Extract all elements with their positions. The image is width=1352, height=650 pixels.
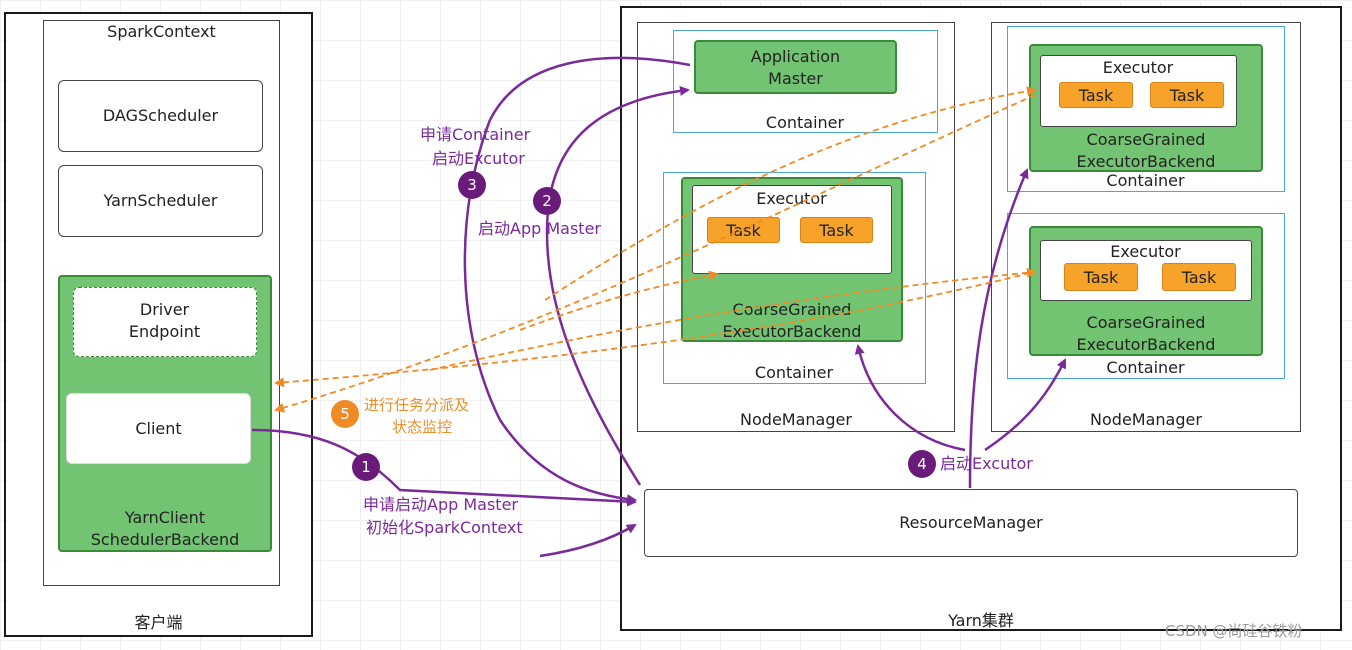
step1-line1: 申请启动App Master <box>363 495 518 514</box>
task-left-1: Task <box>707 217 780 243</box>
dag-scheduler-box: DAGScheduler <box>58 80 263 152</box>
task-rt-1: Task <box>1059 82 1133 108</box>
client-title: 客户端 <box>134 613 183 632</box>
backend-rb-line1: CoarseGrained <box>1086 313 1206 332</box>
backend-rt-line2: ExecutorBackend <box>1076 152 1216 171</box>
backend-rt-line1: CoarseGrained <box>1086 130 1206 149</box>
arrow-step5-e <box>274 94 1036 413</box>
step3-badge: 3 <box>458 171 486 199</box>
driver-endpoint-line1: Driver <box>139 300 190 319</box>
step1-line2: 初始化SparkContext <box>366 518 523 537</box>
application-master-box: Application Master <box>694 40 897 94</box>
spark-context-label: SparkContext <box>107 22 216 41</box>
container-label-1: Container <box>765 113 845 132</box>
executor-rt-label: Executor <box>1102 58 1174 77</box>
driver-endpoint-line2: Endpoint <box>128 322 201 341</box>
arrow-step5-d <box>274 272 1031 388</box>
executor-rb-label: Executor <box>1110 242 1181 261</box>
task-rb-1: Task <box>1064 263 1138 291</box>
step5-line1: 进行任务分派及 <box>364 396 470 414</box>
yarn-cluster-title: Yarn集群 <box>948 611 1014 630</box>
step4-label: 启动Excutor <box>940 454 1033 473</box>
app-master-line2: Master <box>768 69 823 88</box>
backend-left-line1: CoarseGrained <box>732 300 852 319</box>
arrow-step2 <box>545 85 690 486</box>
executor-left-label: Executor <box>756 189 827 208</box>
arrow-step5-c <box>429 267 1037 371</box>
arrow-step4-c <box>854 344 966 452</box>
executor-right-bottom: Executor Task Task <box>1040 240 1252 301</box>
backend-label-1: YarnClient <box>124 508 206 527</box>
arrow-step5-b <box>519 270 719 331</box>
node-manager-left-label: NodeManager <box>740 410 852 429</box>
container-label-4: Container <box>1106 358 1185 377</box>
step2-label: 启动App Master <box>478 219 601 238</box>
container-label-2: Container <box>754 363 834 382</box>
backend-rb-line2: ExecutorBackend <box>1076 335 1216 354</box>
app-master-line1: Application <box>750 47 841 66</box>
step1-badge: 1 <box>352 453 380 481</box>
resource-manager-box: ResourceManager <box>644 489 1298 557</box>
task-left-2: Task <box>800 217 873 243</box>
executor-left: Executor Task Task <box>692 185 892 274</box>
backend-label-2: SchedulerBackend <box>90 530 240 549</box>
executor-right-top: Executor Task Task <box>1040 55 1237 127</box>
task-rb-2: Task <box>1162 263 1236 291</box>
step2-badge: 2 <box>533 187 561 215</box>
backend-left-line2: ExecutorBackend <box>722 322 862 341</box>
step4-badge: 4 <box>908 450 936 478</box>
client-box: Client <box>66 393 251 464</box>
container-label-3: Container <box>1106 171 1185 190</box>
watermark: CSDN @尚硅谷铁粉 <box>1165 622 1303 640</box>
arrow-step5-a <box>544 86 1037 301</box>
arrow-step1-b <box>539 523 637 558</box>
arrow-step1-a <box>251 428 637 507</box>
step3-line1: 申请Container <box>420 125 531 144</box>
arrow-step4-a <box>968 168 1029 489</box>
driver-endpoint-box: Driver Endpoint <box>73 287 257 357</box>
step3-line2: 启动Excutor <box>432 149 525 168</box>
node-manager-right-label: NodeManager <box>1090 410 1202 429</box>
arrow-step4-b <box>984 358 1067 452</box>
arrow-step3 <box>463 56 691 505</box>
yarn-scheduler-box: YarnScheduler <box>58 165 263 237</box>
task-rt-2: Task <box>1150 82 1224 108</box>
step5-line2: 状态监控 <box>392 418 453 436</box>
step5-badge: 5 <box>331 400 359 428</box>
